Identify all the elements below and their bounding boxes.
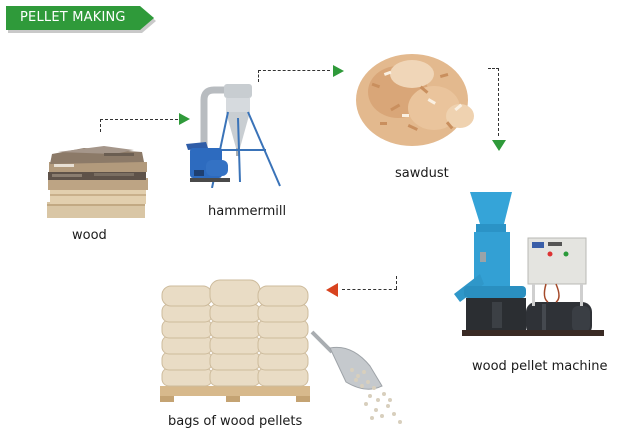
connector-sawdust-horizontal bbox=[488, 68, 499, 69]
step-label-hammermill: hammermill bbox=[208, 204, 287, 219]
step-label-wood: wood bbox=[72, 228, 107, 243]
banner-title: PELLET MAKING bbox=[20, 10, 126, 25]
pellet-machine-icon bbox=[454, 192, 604, 336]
connector-hammermill-horizontal bbox=[258, 70, 330, 71]
title-banner: PELLET MAKING bbox=[6, 6, 154, 30]
arrow-right-icon bbox=[333, 65, 344, 77]
connector-hammermill-vertical bbox=[258, 70, 259, 82]
sawdust-pile-icon bbox=[356, 54, 474, 146]
pellet-bags-icon bbox=[160, 279, 402, 424]
connector-machine-vertical bbox=[396, 276, 397, 289]
connector-sawdust-vertical bbox=[498, 68, 499, 136]
arrow-right-icon bbox=[179, 113, 190, 125]
step-label-sawdust: sawdust bbox=[395, 166, 449, 181]
arrow-left-icon bbox=[326, 283, 338, 297]
hammermill-icon bbox=[186, 84, 281, 188]
connector-machine-horizontal bbox=[342, 289, 397, 290]
connector-wood-vertical bbox=[100, 119, 101, 132]
arrow-down-icon bbox=[492, 140, 506, 151]
step-label-wood-pellet-machine: wood pellet machine bbox=[472, 359, 608, 374]
wood-stack-icon bbox=[47, 146, 148, 218]
connector-wood-horizontal bbox=[100, 119, 178, 120]
step-label-bags-of-wood-pellets: bags of wood pellets bbox=[168, 414, 303, 429]
